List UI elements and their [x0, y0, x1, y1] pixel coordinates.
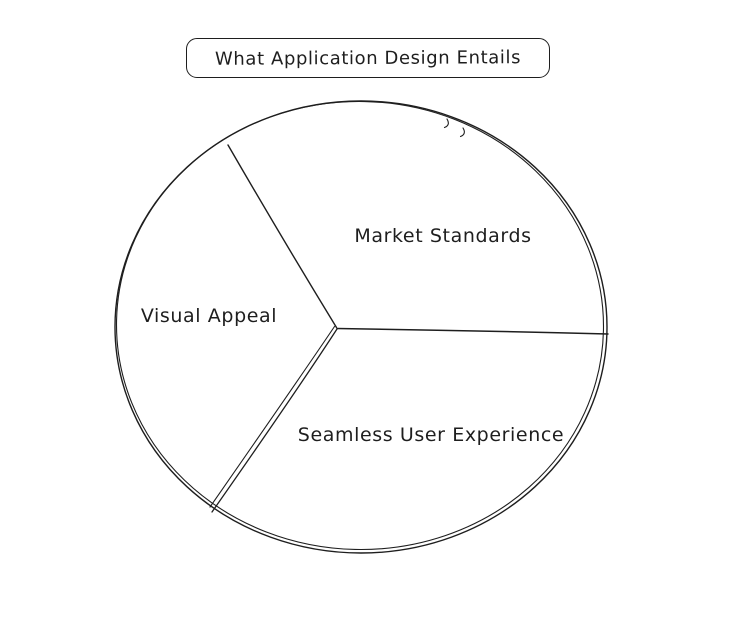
slice-label-visual-appeal: Visual Appeal [141, 305, 277, 327]
slice-divider-lower-left [211, 328, 338, 513]
slice-divider-upper-left [227, 144, 338, 329]
pen-artifact-mark [443, 118, 449, 129]
slice-divider-lower-left-overdraw [209, 325, 336, 508]
slice-label-market-standards: Market Standards [354, 225, 531, 247]
slice-divider-right [336, 327, 609, 335]
pie-outline-overdraw [115, 100, 605, 551]
chart-title-box: What Application Design Entails [186, 38, 550, 78]
pen-artifact-mark [459, 127, 465, 138]
slice-label-seamless-user-experience: Seamless User Experience [298, 424, 564, 446]
